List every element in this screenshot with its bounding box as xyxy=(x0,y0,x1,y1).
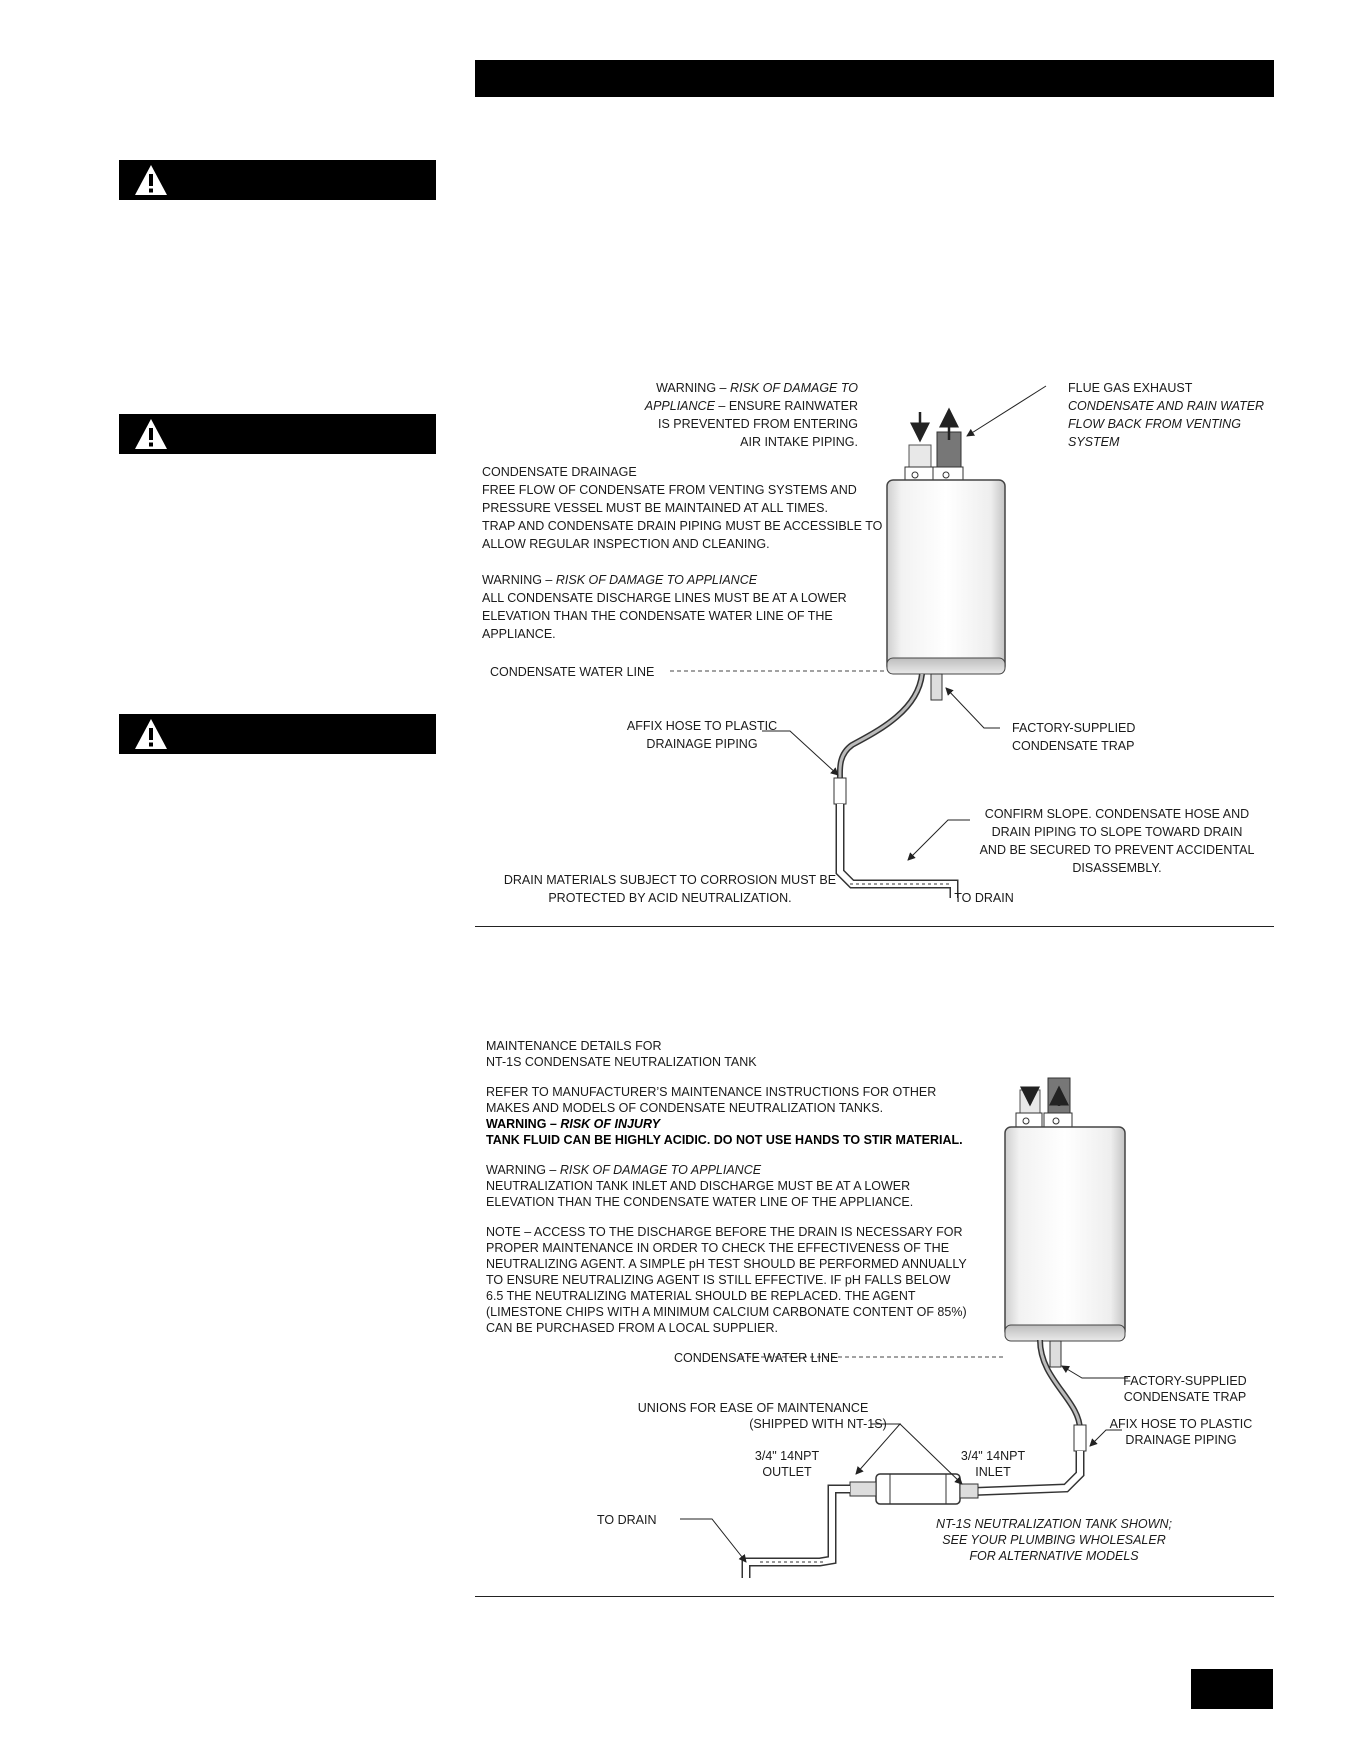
fig2-refer-line: REFER TO MANUFACTURER’S MAINTENANCE INST… xyxy=(486,1085,936,1099)
fig1-to-drain-label: TO DRAIN xyxy=(954,891,1014,905)
fig2-unions-label: UNIONS FOR EASE OF MAINTENANCE xyxy=(638,1401,869,1415)
fig2-hose-label: DRAINAGE PIPING xyxy=(1125,1433,1236,1447)
fig1-hose-label: DRAINAGE PIPING xyxy=(646,737,757,751)
fig2-refer-line: MAKES AND MODELS OF CONDENSATE NEUTRALIZ… xyxy=(486,1101,883,1115)
fig1-warning-rain-line3: IS PREVENTED FROM ENTERING xyxy=(658,417,858,431)
appliance-unit xyxy=(886,407,1006,701)
fig1-slope-label: CONFIRM SLOPE. CONDENSATE HOSE AND xyxy=(985,807,1249,821)
warning-triangle-icon xyxy=(135,719,167,749)
fig1-drainage-line: ALLOW REGULAR INSPECTION AND CLEANING. xyxy=(482,537,770,551)
fig2-trap-label: CONDENSATE TRAP xyxy=(1124,1390,1246,1404)
fig1-flue-gas-title: FLUE GAS EXHAUST xyxy=(1068,381,1193,395)
fig2-injury-line: TANK FLUID CAN BE HIGHLY ACIDIC. DO NOT … xyxy=(486,1133,963,1147)
fig1-drainage-line: TRAP AND CONDENSATE DRAIN PIPING MUST BE… xyxy=(482,519,883,533)
fig2-to-drain-label: TO DRAIN xyxy=(597,1513,657,1527)
fig2-nt1s-label: SEE YOUR PLUMBING WHOLESALER xyxy=(942,1533,1165,1547)
fig1-slope-label: AND BE SECURED TO PREVENT ACCIDENTAL xyxy=(980,843,1255,857)
fig2-inlet-label: 3/4" 14NPT xyxy=(961,1449,1026,1463)
fig1-warning-lower-line: APPLIANCE. xyxy=(482,627,556,641)
fig2-maint-title: MAINTENANCE DETAILS FOR xyxy=(486,1039,661,1053)
fig2-nt1s-label: NT-1S NEUTRALIZATION TANK SHOWN; xyxy=(936,1517,1172,1531)
fig1-slope-label: DRAIN PIPING TO SLOPE TOWARD DRAIN xyxy=(992,825,1243,839)
fig1-warning-rain-line2: APPLIANCE – ENSURE RAINWATER xyxy=(644,399,858,413)
fig2-damage-title: WARNING – RISK OF DAMAGE TO APPLIANCE xyxy=(486,1163,762,1177)
fig2-trap-label: FACTORY-SUPPLIED xyxy=(1123,1374,1246,1388)
fig1-trap-label: CONDENSATE TRAP xyxy=(1012,739,1134,753)
fig2-note-line: CAN BE PURCHASED FROM A LOCAL SUPPLIER. xyxy=(486,1321,778,1335)
fig2-inlet-label: INLET xyxy=(975,1465,1011,1479)
fig1-warning-lower-line: ELEVATION THAN THE CONDENSATE WATER LINE… xyxy=(482,609,833,623)
fig1-warning-rain-line1: WARNING – RISK OF DAMAGE TO xyxy=(656,381,858,395)
fig1-warning-lower-title: WARNING – RISK OF DAMAGE TO APPLIANCE xyxy=(482,573,758,587)
fig2-maint-title: NT-1S CONDENSATE NEUTRALIZATION TANK xyxy=(486,1055,757,1069)
page-number-box xyxy=(1191,1669,1273,1709)
fig2-injury-title: WARNING – RISK OF INJURY xyxy=(486,1117,662,1131)
fig2-note-line: TO ENSURE NEUTRALIZING AGENT IS STILL EF… xyxy=(486,1273,951,1287)
fig1-warning-rain-line4: AIR INTAKE PIPING. xyxy=(740,435,858,449)
warning-bar-1 xyxy=(119,160,436,200)
fig1-flue-gas-line4: SYSTEM xyxy=(1068,435,1120,449)
fig1-water-line-label: CONDENSATE WATER LINE xyxy=(490,665,654,679)
fig2-water-line-label: CONDENSATE WATER LINE xyxy=(674,1351,838,1365)
fig2-outlet-label: OUTLET xyxy=(762,1465,812,1479)
section-rule-1 xyxy=(475,926,1274,927)
fig1-flue-gas-line2: CONDENSATE AND RAIN WATER xyxy=(1068,399,1264,413)
fig2-note-line: NOTE – ACCESS TO THE DISCHARGE BEFORE TH… xyxy=(486,1225,963,1239)
fig1-drainage-title: CONDENSATE DRAINAGE xyxy=(482,465,637,479)
appliance-unit-2 xyxy=(1004,1077,1126,1368)
fig1-drainage-line: PRESSURE VESSEL MUST BE MAINTAINED AT AL… xyxy=(482,501,828,515)
fig1-trap-label: FACTORY-SUPPLIED xyxy=(1012,721,1135,735)
fig2-note-line: (LIMESTONE CHIPS WITH A MINIMUM CALCIUM … xyxy=(486,1305,967,1319)
warning-triangle-icon xyxy=(135,419,167,449)
fig1-warning-lower-line: ALL CONDENSATE DISCHARGE LINES MUST BE A… xyxy=(482,591,847,605)
fig2-damage-line: NEUTRALIZATION TANK INLET AND DISCHARGE … xyxy=(486,1179,910,1193)
section-header-bar xyxy=(475,60,1274,97)
warning-bar-2 xyxy=(119,414,436,454)
fig2-note-line: PROPER MAINTENANCE IN ORDER TO CHECK THE… xyxy=(486,1241,949,1255)
section-rule-2 xyxy=(475,1596,1274,1597)
fig2-note-line: 6.5 THE NEUTRALIZING MATERIAL SHOULD BE … xyxy=(486,1289,916,1303)
fig1-flue-gas-line3: FLOW BACK FROM VENTING xyxy=(1068,417,1241,431)
fig2-hose-label: AFIX HOSE TO PLASTIC xyxy=(1110,1417,1253,1431)
warning-bar-3 xyxy=(119,714,436,754)
fig2-unions-label: (SHIPPED WITH NT-1S) xyxy=(749,1417,887,1431)
fig1-corrosion-label: DRAIN MATERIALS SUBJECT TO CORROSION MUS… xyxy=(504,873,836,887)
fig1-hose-label: AFFIX HOSE TO PLASTIC xyxy=(627,719,777,733)
fig2-outlet-label: 3/4" 14NPT xyxy=(755,1449,820,1463)
fig1-slope-label: DISASSEMBLY. xyxy=(1072,861,1161,875)
fig1-corrosion-label: PROTECTED BY ACID NEUTRALIZATION. xyxy=(548,891,791,905)
fig2-damage-line: ELEVATION THAN THE CONDENSATE WATER LINE… xyxy=(486,1195,913,1209)
fig2-note-line: NEUTRALIZING AGENT. A SIMPLE pH TEST SHO… xyxy=(486,1257,967,1271)
fig2-nt1s-label: FOR ALTERNATIVE MODELS xyxy=(969,1549,1139,1563)
warning-triangle-icon xyxy=(135,165,167,195)
fig1-drainage-line: FREE FLOW OF CONDENSATE FROM VENTING SYS… xyxy=(482,483,857,497)
